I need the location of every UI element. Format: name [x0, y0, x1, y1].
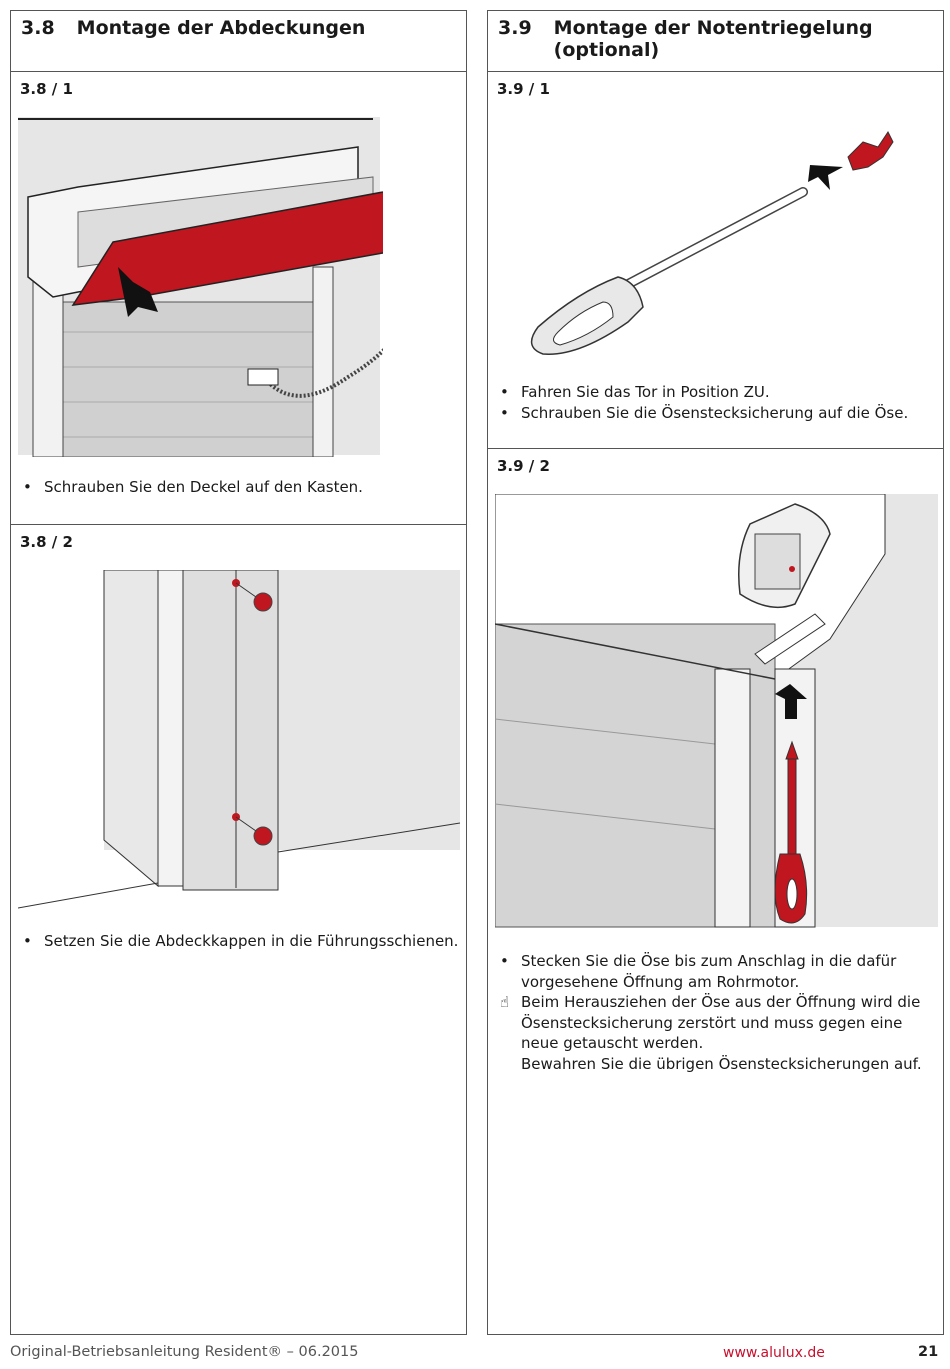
instruction-item: •Schrauben Sie den Deckel auf den Kasten…: [23, 478, 363, 496]
instruction-item: •Setzen Sie die Abdeckkappen in die Führ…: [23, 932, 459, 950]
section-heading: Montage der Abdeckungen: [76, 17, 366, 39]
step-3-8-1: 3.8 / 1 •Schrauben Sie den Deckel auf de…: [11, 72, 466, 524]
step-3-9-2: 3.9 / 2 •Stecken Sie die Öse bis zum Ans…: [488, 449, 943, 1336]
step-instructions: •Fahren Sie das Tor in Position ZU. •Sch…: [498, 382, 908, 423]
step-label: 3.9 / 1: [497, 80, 550, 98]
bullet-icon: •: [500, 952, 509, 970]
note-item: ☝Beim Herausziehen der Öse aus der Öffnu…: [500, 993, 921, 1052]
step-instructions: •Stecken Sie die Öse bis zum Anschlag in…: [498, 951, 943, 1074]
step-instructions: •Schrauben Sie den Deckel auf den Kasten…: [21, 477, 363, 498]
bullet-icon: •: [23, 478, 32, 496]
section-heading: Montage der Notentriegelung (optional): [553, 17, 873, 61]
section-number: 3.8: [21, 17, 55, 39]
footer-website-link[interactable]: www.alulux.de: [723, 1345, 825, 1361]
section-3-8: 3.8 Montage der Abdeckungen 3.8 / 1 •Sch…: [10, 10, 467, 1335]
divider: [488, 448, 943, 449]
section-title: 3.9 Montage der Notentriegelung (optiona…: [488, 11, 943, 72]
bullet-icon: •: [500, 403, 509, 422]
emergency-release-illustration: [495, 494, 938, 928]
eyelet-crank-illustration: [530, 131, 894, 355]
step-label: 3.8 / 2: [20, 533, 73, 551]
step-instructions: •Setzen Sie die Abdeckkappen in die Führ…: [21, 931, 458, 952]
section-title: 3.8 Montage der Abdeckungen: [11, 11, 466, 72]
hand-pointing-icon: ☝: [500, 993, 510, 1011]
page-number: 21: [918, 1344, 939, 1360]
note-item-continued: Bewahren Sie die übrigen Ösensteck­siche…: [521, 1054, 922, 1073]
section-number: 3.9: [498, 17, 532, 39]
cover-caps-illustration: [18, 570, 461, 909]
divider: [11, 524, 466, 525]
cover-mounting-illustration: [18, 117, 383, 457]
step-label: 3.8 / 1: [20, 80, 73, 98]
step-3-9-1: 3.9 / 1 •Fahren Sie das Tor in Position …: [488, 72, 943, 448]
section-3-9: 3.9 Montage der Notentriegelung (optiona…: [487, 10, 944, 1335]
bullet-icon: •: [500, 383, 509, 401]
instruction-item: •Stecken Sie die Öse bis zum Anschlag in…: [500, 952, 897, 991]
bullet-icon: •: [23, 932, 32, 950]
step-label: 3.9 / 2: [497, 457, 550, 475]
step-3-8-2: 3.8 / 2 •Setzen Sie die Abdeckkappen in …: [11, 525, 466, 1336]
instruction-item: •Schrauben Sie die Ösensteck­sicherung a…: [500, 403, 909, 422]
footer-manual-title: Original-Betriebsanleitung Resident® – 0…: [10, 1344, 359, 1360]
instruction-item: •Fahren Sie das Tor in Position ZU.: [500, 383, 770, 401]
